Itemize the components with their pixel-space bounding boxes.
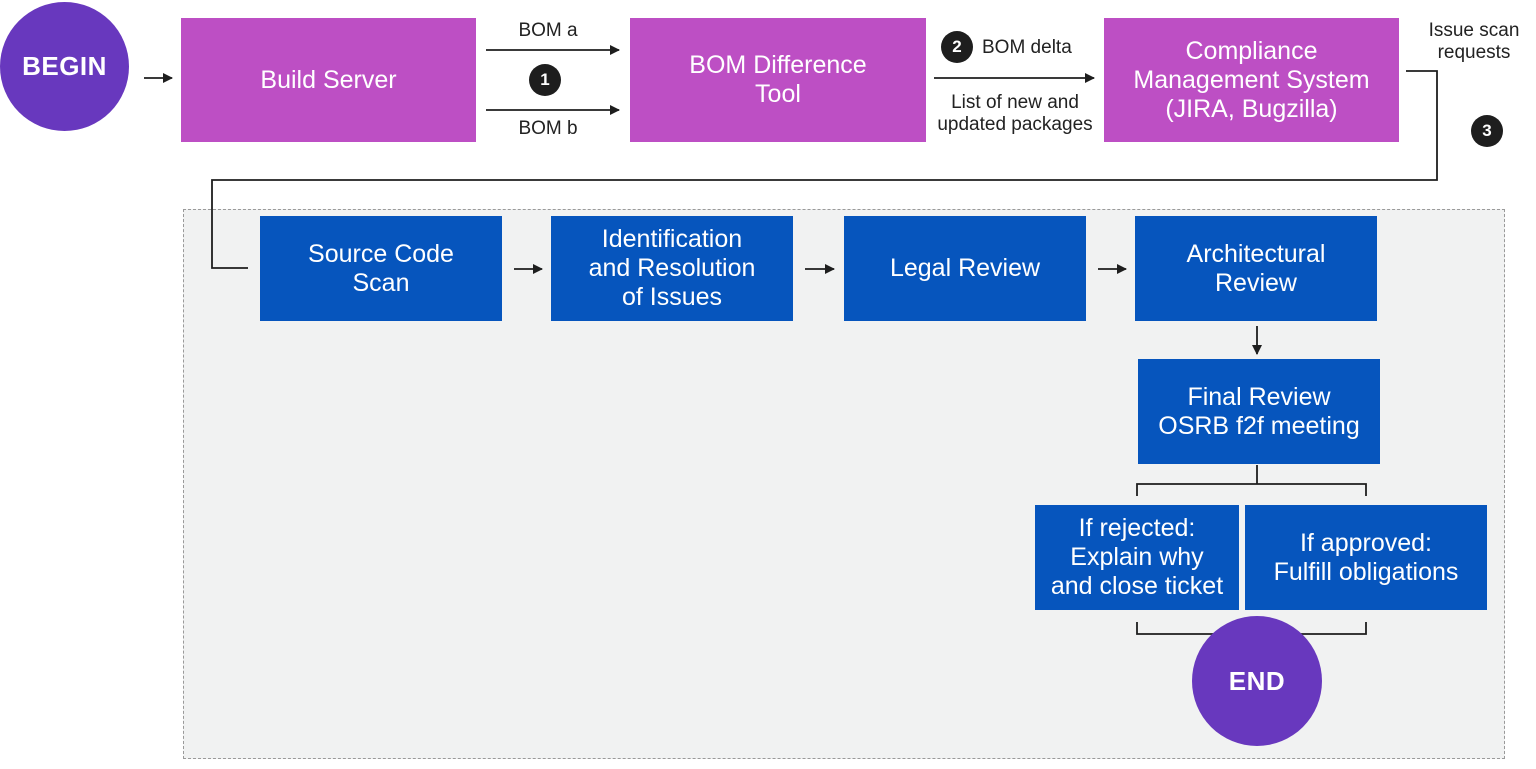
step-2-number: 2 (952, 37, 962, 56)
architectural-review-label: Architectural Review (1186, 239, 1326, 297)
step-badge-3: 3 (1471, 115, 1503, 147)
step-badge-1: 1 (529, 64, 561, 96)
bom-delta-label: BOM delta (982, 37, 1072, 58)
architectural-review-box: Architectural Review (1135, 216, 1377, 321)
bom-a-label: BOM a (518, 20, 578, 41)
issue-scan-requests-label: Issue scan requests (1428, 20, 1520, 63)
step-1-number: 1 (540, 70, 550, 89)
split-bracket (1136, 483, 1367, 496)
bom-b-label: BOM b (518, 118, 578, 139)
approved-outcome-label: If approved: Fulfill obligations (1273, 528, 1459, 586)
source-code-scan-box: Source Code Scan (260, 216, 502, 321)
build-server-label: Build Server (260, 65, 397, 94)
legal-review-label: Legal Review (889, 254, 1041, 282)
new-updated-packages-label: List of new and updated packages (937, 92, 1093, 135)
compliance-system-box: Compliance Management System (JIRA, Bugz… (1104, 18, 1399, 142)
bom-difference-tool-box: BOM Difference Tool (630, 18, 926, 142)
end-label: END (1228, 665, 1286, 696)
rejected-outcome-box: If rejected: Explain why and close ticke… (1035, 505, 1239, 610)
source-code-scan-label: Source Code Scan (308, 239, 454, 297)
begin-label: BEGIN (22, 51, 107, 81)
final-review-box: Final Review OSRB f2f meeting (1138, 359, 1380, 464)
identification-resolution-label: Identification and Resolution of Issues (588, 225, 756, 311)
compliance-system-label: Compliance Management System (JIRA, Bugz… (1133, 36, 1370, 123)
begin-node: BEGIN (0, 2, 129, 131)
step-badge-2: 2 (941, 31, 973, 63)
approved-outcome-box: If approved: Fulfill obligations (1245, 505, 1487, 610)
identification-resolution-box: Identification and Resolution of Issues (551, 216, 793, 321)
line-issue-scan-route (211, 70, 1438, 269)
rejected-outcome-label: If rejected: Explain why and close ticke… (1050, 514, 1224, 600)
build-server-box: Build Server (181, 18, 476, 142)
final-review-label: Final Review OSRB f2f meeting (1158, 382, 1360, 440)
legal-review-box: Legal Review (844, 216, 1086, 321)
bom-difference-tool-label: BOM Difference Tool (689, 51, 867, 108)
end-node: END (1192, 616, 1322, 746)
step-3-number: 3 (1482, 121, 1492, 140)
